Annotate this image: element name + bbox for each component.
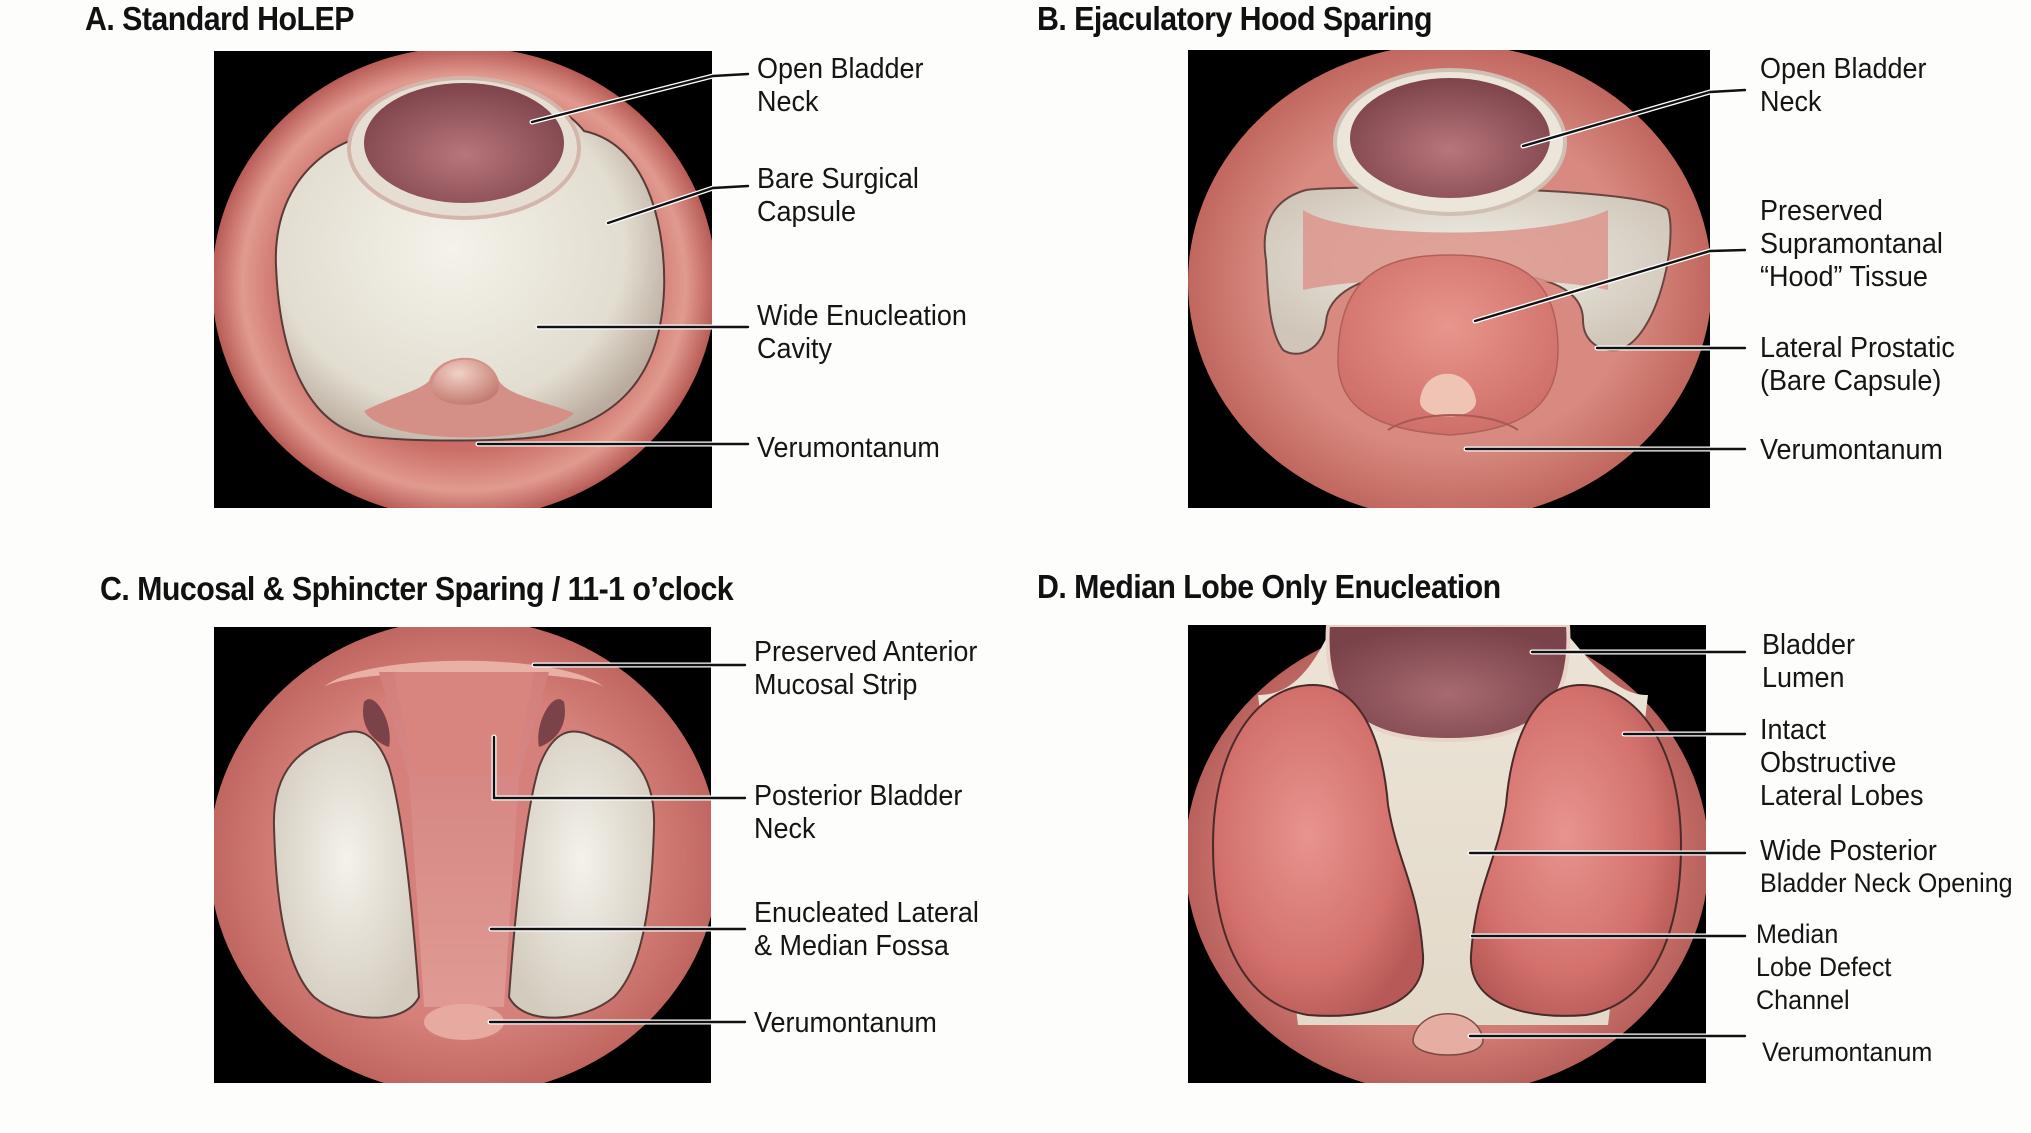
panel-c-illustration xyxy=(214,627,711,1083)
panel-c-title: C. Mucosal & Sphincter Sparing / 11-1 o’… xyxy=(100,570,734,607)
panel-a-label-wide-enucleation-cavity: Wide Enucleation Cavity xyxy=(757,300,967,365)
panel-d-label-verumontanum: Verumontanum xyxy=(1762,1037,1933,1067)
panel-a-endoscopic-view xyxy=(214,51,712,508)
panel-b-title: B. Ejaculatory Hood Sparing xyxy=(1037,0,1433,37)
panel-b-endoscopic-view xyxy=(1188,50,1710,508)
panel-c-label-posterior-bladder-neck: Posterior Bladder Neck xyxy=(754,780,963,845)
panel-b-illustration xyxy=(1188,50,1710,508)
panel-c-label-anterior-mucosal-strip: Preserved Anterior Mucosal Strip xyxy=(754,636,978,701)
panel-b-label-open-bladder-neck: Open Bladder Neck xyxy=(1760,53,1927,118)
panel-b-label-lateral-prostatic: Lateral Prostatic (Bare Capsule) xyxy=(1760,332,1955,397)
panel-d-label-bladder-neck-opening: Bladder Neck Opening xyxy=(1760,868,2013,898)
panel-d-label-wide-posterior: Wide Posterior xyxy=(1760,835,1937,867)
panel-c-label-enucleated-fossa: Enucleated Lateral & Median Fossa xyxy=(754,897,979,962)
panel-d-illustration xyxy=(1188,625,1706,1083)
panel-b-label-verumontanum: Verumontanum xyxy=(1760,434,1943,466)
panel-d-label-intact-lateral-lobes: Intact Obstructive Lateral Lobes xyxy=(1760,714,1924,812)
panel-a-label-verumontanum: Verumontanum xyxy=(757,432,940,464)
panel-d-label-bladder-lumen: Bladder Lumen xyxy=(1762,629,1855,694)
panel-c-endoscopic-view xyxy=(214,627,711,1083)
panel-c-label-verumontanum: Verumontanum xyxy=(754,1007,937,1039)
panel-a-label-open-bladder-neck: Open Bladder Neck xyxy=(757,53,924,118)
panel-d-title: D. Median Lobe Only Enucleation xyxy=(1037,568,1501,605)
panel-d-endoscopic-view xyxy=(1188,625,1706,1083)
panel-b-label-hood-tissue: Preserved Supramontanal “Hood” Tissue xyxy=(1760,195,1943,293)
panel-a-label-bare-surgical-capsule: Bare Surgical Capsule xyxy=(757,163,919,228)
panel-d-label-median-lobe-defect: Median Lobe Defect Channel xyxy=(1756,919,1892,1015)
panel-a-illustration xyxy=(214,51,712,508)
panel-a-title: A. Standard HoLEP xyxy=(85,0,354,37)
